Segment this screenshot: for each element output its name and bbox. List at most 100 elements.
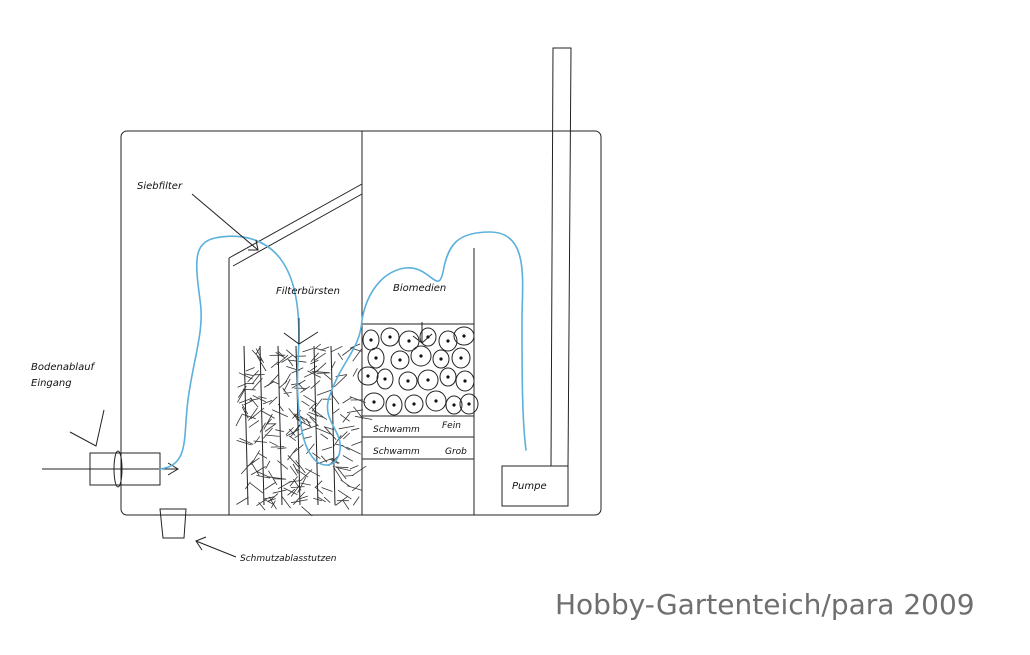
brush-bristle [291,382,302,386]
brush-bristle [289,465,298,476]
brush-bristle [296,469,309,478]
brush-bristle [341,444,350,451]
brush-bristle [237,385,247,398]
bio-ball-dot [372,400,376,404]
brush-bristle [252,377,263,390]
label-pumpe: Pumpe [512,481,547,492]
bio-ball [367,347,385,369]
dirt-drain [159,508,187,539]
brush-bristle [334,374,348,388]
brush-bristle [254,436,261,444]
brush-bristle [336,467,351,471]
bio-ball [390,350,410,370]
wall-sieve-slope [228,183,363,259]
outlet-pipe [550,47,572,467]
bio-ball-dot [459,356,463,360]
brush-bristle [332,466,343,482]
brush-bristle [329,392,340,405]
brush-bristle [297,477,307,493]
bio-ball [410,345,432,367]
brush-bristle [340,479,351,488]
brush-bristle [300,482,311,486]
brush-bristle [281,354,293,363]
bodenablauf-pointer [69,409,105,447]
brush-bristle [263,413,273,430]
brush-bristle [293,491,306,505]
bio-ball-dot [412,402,416,406]
brush-bristle [263,381,275,388]
brush-bristle [342,412,351,423]
pump-box [501,465,569,507]
brush-bristle [278,380,288,389]
brush-bristle [250,397,259,408]
brush-bristle [305,418,311,427]
brush-bristle [352,496,360,506]
brush-bristle [256,475,270,479]
label-biomedien: Biomedien [393,283,446,294]
brush-bristle [241,404,249,415]
brush-bristle [290,423,303,437]
bio-ball [385,394,403,416]
brush-bristle [268,396,278,405]
brush-bristle [338,425,355,430]
brush-bristle [315,427,332,435]
brush-bristle [353,348,363,352]
brush-bristle [294,432,303,439]
brush-bristle [238,397,253,404]
label-siebfilter: Siebfilter [137,181,183,192]
brush-bristle [248,407,258,421]
bio-ball [380,327,400,347]
brush-bristle [314,480,323,489]
bio-ball [404,394,424,414]
brush-bristle [240,460,254,475]
brush-bristle [306,443,315,454]
bio-ball-dot [452,403,456,407]
brush-bristle [265,460,271,469]
brush-bristle [290,499,308,504]
brush-bristle [303,394,318,405]
brush-bristle [323,373,332,380]
brush-bristle [258,396,267,399]
brush-bristle [321,487,333,492]
brush-bristle [337,467,347,480]
brush-bristle [335,466,349,469]
brush-bristle [256,470,271,479]
brush-bristle [277,447,287,450]
brush-bristle [258,501,266,511]
brush-bristle [310,359,319,365]
brush-bristle [287,447,298,461]
brush-bristle [339,431,348,440]
bio-ball-dot [426,378,430,382]
brush-bristle [264,482,276,490]
biomedia-balls [357,326,479,416]
bio-ball [425,390,447,412]
brush-bristle [277,480,292,490]
brush-bristle [337,352,344,361]
brush-bristle [324,426,337,440]
brush-bristle [310,365,318,372]
brush-bristle [339,413,350,422]
brush-bristle [256,355,267,372]
brush-bristle [275,429,284,432]
brush-bristle [351,427,360,431]
brush-bristle [302,425,318,431]
brush-bristle [287,358,294,367]
brush-bristle [286,428,300,437]
brush-bristle [301,400,310,407]
label-schmutzablass: Schmutzablasstutzen [240,554,337,564]
brush-bristle [264,499,275,506]
bio-ball-dot [446,375,450,379]
brush-bristle [270,361,279,369]
bio-ball [439,367,457,387]
bio-ball [419,327,437,347]
brush-bristle [309,416,319,427]
brush-bristle [252,395,266,403]
brush-bristle [251,373,261,385]
brush-bristle [342,397,352,404]
brush-bristle [343,432,351,440]
brush-bristle [300,385,311,393]
bio-ball-dot [366,374,370,378]
brush-bristle [288,435,297,442]
brush-bristle [238,372,253,380]
